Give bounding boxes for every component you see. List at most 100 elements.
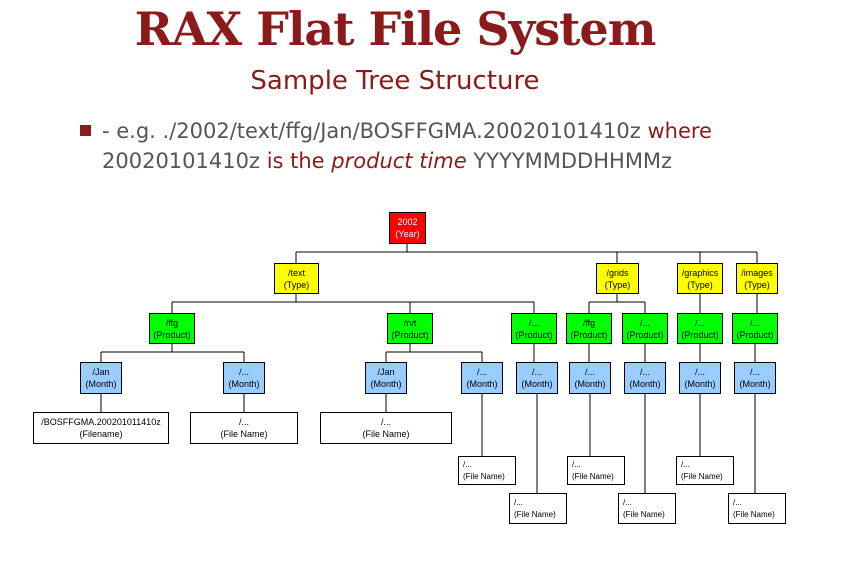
- node-file-1-label: /...: [463, 459, 472, 469]
- node-file-3-type: (File Name): [681, 471, 723, 481]
- is-the-text: is the: [266, 149, 325, 173]
- node-file-5-type: (File Name): [623, 509, 665, 519]
- node-type-grids: /grids (Type): [596, 263, 639, 294]
- node-month-1-label: /...: [531, 367, 542, 377]
- example-bullet: - e.g. ./2002/text/ffg/Jan/BOSFFGMA.2002…: [102, 116, 822, 176]
- product-time-term: product time: [331, 149, 467, 173]
- node-month-3-type: (Month): [629, 379, 661, 389]
- node-file-2-label: /...: [572, 459, 581, 469]
- node-file-5-label: /...: [623, 497, 632, 507]
- node-product-images-other-label: /...: [749, 317, 760, 328]
- where-word: where: [647, 119, 712, 143]
- node-product-graphics-other-label: /...: [694, 317, 705, 328]
- node-month-rvt-jan: /Jan (Month): [365, 362, 407, 394]
- time-format: YYYYMMDDHHMMz: [473, 149, 673, 173]
- node-file-6: /... (File Name): [728, 493, 786, 524]
- node-product-grids-other-type: (Product): [626, 329, 664, 340]
- node-product-text-other-label: /...: [528, 317, 539, 328]
- node-month-2-type: (Month): [574, 379, 606, 389]
- time-value: 20020101410z: [102, 149, 260, 173]
- node-product-grids-other-label: /...: [639, 317, 650, 328]
- node-product-text-other: /... (Product): [511, 313, 557, 344]
- node-type-text: /text (Type): [274, 263, 319, 294]
- node-month-4-type: (Month): [684, 379, 716, 389]
- node-product-rvt-type: (Product): [391, 329, 429, 340]
- node-month-5-type: (Month): [739, 379, 771, 389]
- node-month-2: /... (Month): [569, 362, 611, 394]
- node-product-rvt: /rvt (Product): [387, 313, 433, 344]
- node-year-label: 2002: [397, 217, 418, 227]
- node-month-ffg-other-label: /...: [238, 367, 249, 377]
- node-type-text-label: /text: [287, 267, 305, 278]
- node-product-images-other: /... (Product): [732, 313, 778, 344]
- node-month-3-label: /...: [639, 367, 650, 377]
- node-month-ffg-other-type: (Month): [228, 379, 260, 389]
- node-month-ffg-jan: /Jan (Month): [80, 362, 122, 394]
- page-subtitle: Sample Tree Structure: [250, 66, 540, 96]
- node-file-rvt-jan: /... (File Name): [320, 412, 452, 444]
- node-product-graphics-other: /... (Product): [677, 313, 723, 344]
- node-file-ffg-other-label: /...: [238, 417, 249, 427]
- node-product-ffg: /ffg (Product): [149, 313, 195, 344]
- node-file-3: /... (File Name): [676, 456, 734, 485]
- node-file-rvt-jan-label: /...: [380, 417, 391, 427]
- node-month-ffg-jan-type: (Month): [85, 379, 117, 389]
- node-file-5: /... (File Name): [618, 493, 676, 524]
- node-file-ffg-other-type: (File Name): [220, 429, 268, 439]
- node-month-4-label: /...: [694, 367, 705, 377]
- node-product-images-other-type: (Product): [736, 329, 774, 340]
- example-path: - e.g. ./2002/text/ffg/Jan/BOSFFGMA.2002…: [102, 119, 641, 143]
- node-year: 2002 (Year): [389, 212, 426, 244]
- node-product-grids-other: /... (Product): [622, 313, 668, 344]
- node-file-2: /... (File Name): [567, 456, 625, 485]
- node-file-6-type: (File Name): [733, 509, 775, 519]
- node-product-grids-ffg-label: /ffg: [582, 317, 596, 328]
- node-month-5: /... (Month): [734, 362, 776, 394]
- node-product-graphics-other-type: (Product): [681, 329, 719, 340]
- node-month-rvt-other-type: (Month): [466, 379, 498, 389]
- node-product-ffg-label: /ffg: [165, 317, 179, 328]
- node-product-rvt-label: /rvt: [403, 317, 417, 328]
- page-title: RAX Flat File System: [134, 2, 657, 56]
- node-year-type: (Year): [395, 229, 420, 239]
- node-month-4: /... (Month): [679, 362, 721, 394]
- node-month-1-type: (Month): [521, 379, 553, 389]
- node-month-3: /... (Month): [624, 362, 666, 394]
- node-file-rvt-jan-type: (File Name): [362, 429, 410, 439]
- node-file-2-type: (File Name): [572, 471, 614, 481]
- bullet-square-icon: [80, 125, 91, 136]
- node-type-graphics-label: /graphics: [681, 267, 719, 278]
- node-type-graphics: /graphics (Type): [677, 263, 723, 294]
- node-type-images: /images (Type): [736, 263, 778, 294]
- node-product-grids-ffg-type: (Product): [570, 329, 608, 340]
- node-file-6-label: /...: [733, 497, 742, 507]
- node-product-text-other-type: (Product): [515, 329, 553, 340]
- node-file-3-label: /...: [681, 459, 690, 469]
- node-file-ffg-other: /... (File Name): [190, 412, 298, 444]
- node-type-graphics-type: (Type): [687, 279, 713, 290]
- node-month-rvt-jan-type: (Month): [370, 379, 402, 389]
- node-file-bosffgma-type: (Filename): [79, 429, 123, 439]
- node-product-grids-ffg: /ffg (Product): [566, 313, 612, 344]
- node-file-bosffgma: /BOSFFGMA.200201011410z (Filename): [33, 412, 169, 444]
- node-month-ffg-other: /... (Month): [223, 362, 265, 394]
- node-file-4-type: (File Name): [514, 509, 556, 519]
- node-type-grids-label: /grids: [606, 267, 629, 278]
- node-type-grids-type: (Type): [604, 279, 631, 290]
- node-type-images-type: (Type): [744, 279, 770, 290]
- node-file-4-label: /...: [514, 497, 523, 507]
- node-type-images-label: /images: [741, 267, 773, 278]
- node-month-rvt-other: /... (Month): [461, 362, 503, 394]
- node-month-rvt-jan-label: /Jan: [377, 367, 395, 377]
- node-file-1: /... (File Name): [458, 456, 516, 485]
- node-file-1-type: (File Name): [463, 471, 505, 481]
- node-type-text-type: (Type): [283, 279, 310, 290]
- node-month-5-label: /...: [749, 367, 760, 377]
- node-month-ffg-jan-label: /Jan: [92, 367, 110, 377]
- node-month-1: /... (Month): [516, 362, 558, 394]
- node-file-4: /... (File Name): [509, 493, 567, 524]
- node-file-bosffgma-label: /BOSFFGMA.200201011410z: [41, 417, 161, 427]
- node-month-rvt-other-label: /...: [476, 367, 487, 377]
- node-product-ffg-type: (Product): [153, 329, 191, 340]
